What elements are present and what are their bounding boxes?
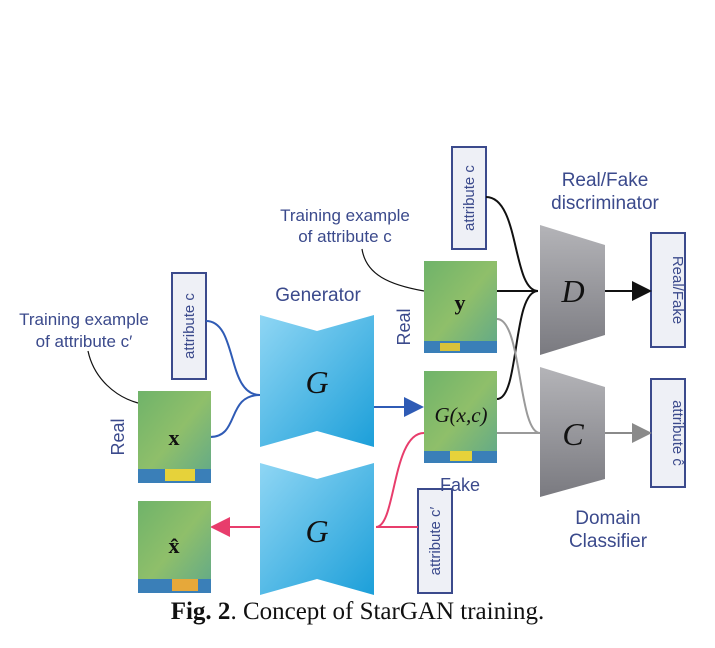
attr-c-top-text: attribute c <box>461 165 478 231</box>
spectrogram-gxc: G(x,c) <box>424 371 497 463</box>
spectrogram-y: y <box>424 261 497 353</box>
generator-top-symbol: G <box>305 364 328 400</box>
generator-label: Generator <box>275 285 361 306</box>
training-c-pointer <box>361 248 425 292</box>
training-cp-label-line1: Training example <box>19 310 149 329</box>
attr-to-g-connector <box>205 320 261 396</box>
training-c-label-line1: Training example <box>280 206 410 225</box>
x-to-g-connector <box>209 394 261 438</box>
generator-bottom: G <box>260 463 374 595</box>
attr-c-left-box: attribute c <box>171 272 207 380</box>
attr-c-left-text: attribute c <box>181 293 198 359</box>
discriminator-label-line2: discriminator <box>551 193 659 214</box>
attr-cp-bottom-text: attribute c′ <box>427 506 444 575</box>
x-hat-symbol: x̂ <box>169 533 180 558</box>
figure-caption: Fig. 2. Concept of StarGAN training. <box>0 598 715 626</box>
figure-number: Fig. 2 <box>170 598 231 625</box>
gxc-symbol: G(x,c) <box>434 403 487 427</box>
fake-to-d-connector <box>496 290 539 400</box>
real-fake-output-text: Real/Fake <box>669 256 686 324</box>
domain-classifier-label-line2: Classifier <box>569 531 648 552</box>
domain-classifier-c: C <box>540 367 605 497</box>
x-symbol: x <box>169 425 180 450</box>
domain-classifier-label-line1: Domain <box>575 508 640 529</box>
attr-cp-bottom-box: attribute c′ <box>417 488 453 594</box>
figure-caption-text: . Concept of StarGAN training. <box>230 598 545 625</box>
spectrogram-x-hat: x̂ <box>138 501 211 593</box>
attr-to-d-connector <box>485 196 539 292</box>
spectrogram-x: x <box>138 391 211 483</box>
y-symbol: y <box>455 290 466 315</box>
discriminator-symbol: D <box>560 273 584 309</box>
training-c-label-line2: of attribute c <box>298 227 392 246</box>
training-cp-pointer <box>87 350 139 404</box>
attr-c-top-box: attribute c <box>451 146 487 250</box>
attr-chat-output-box: attribute ĉ <box>650 378 686 488</box>
classifier-symbol: C <box>562 416 584 452</box>
generator-bottom-symbol: G <box>305 513 328 549</box>
generator-top: G <box>260 315 374 447</box>
attr-chat-output-text: attribute ĉ <box>669 400 686 466</box>
fake-label: Fake <box>440 475 480 495</box>
discriminator-d: D <box>540 225 605 355</box>
real-label-top: Real <box>394 308 414 345</box>
y-to-c-connector <box>496 318 541 434</box>
real-label-left: Real <box>108 418 128 455</box>
discriminator-label-line1: Real/Fake <box>562 170 649 191</box>
fake-to-g2-connector <box>375 432 425 528</box>
real-fake-output-box: Real/Fake <box>650 232 686 348</box>
training-cp-label-line2: of attribute c′ <box>36 332 133 351</box>
